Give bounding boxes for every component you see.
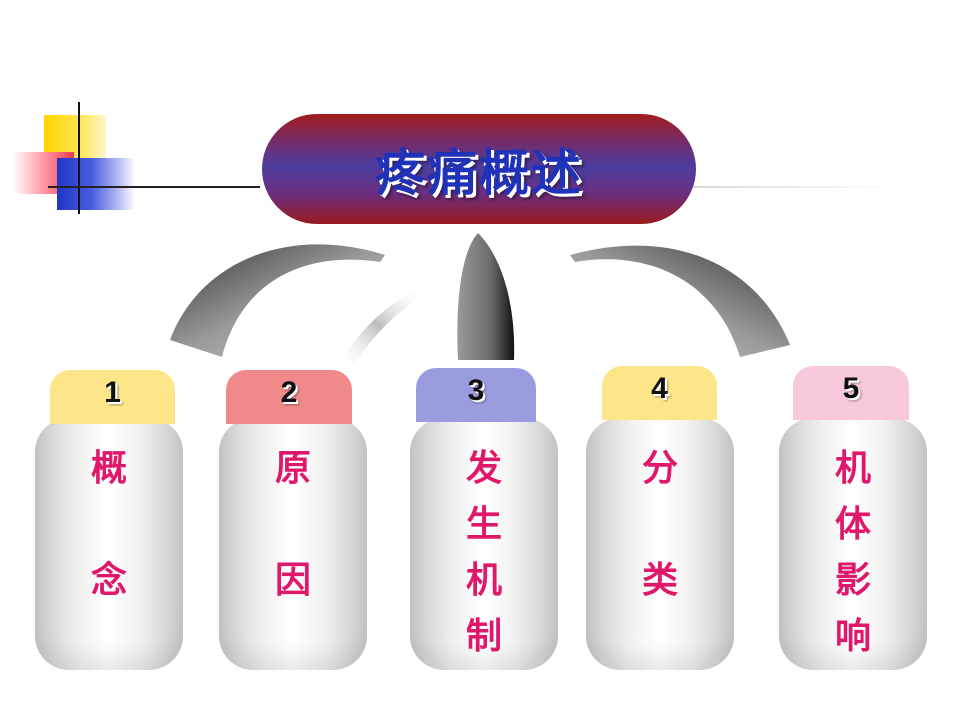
item-body-5: 机 体 影 响: [779, 418, 927, 670]
page-title: 疼痛概述: [375, 143, 583, 202]
item-tab-3: 3: [416, 368, 536, 422]
item-number: 3: [467, 374, 485, 407]
decor-vertical-line: [78, 102, 80, 214]
arc-left: [170, 244, 385, 357]
item-tab-2: 2: [226, 370, 352, 424]
item-number: 1: [104, 376, 121, 409]
item-label: 概 念: [90, 447, 127, 601]
arc-right: [570, 245, 790, 357]
decor-horizontal-line: [48, 186, 260, 188]
item-number: 4: [651, 372, 668, 405]
arc-middle: [457, 233, 515, 360]
decor-fade-line: [690, 186, 900, 188]
title-banner: 疼痛概述: [262, 114, 696, 224]
arc-faded: [340, 290, 424, 368]
item-tab-5: 5: [793, 366, 909, 420]
item-body-2: 原 因: [219, 418, 367, 670]
item-number: 5: [842, 372, 860, 405]
item-body-3: 发 生 机 制: [410, 418, 558, 670]
item-label: 机 体 影 响: [834, 447, 871, 657]
item-tab-4: 4: [602, 366, 717, 420]
item-label: 原 因: [274, 447, 311, 601]
item-label: 发 生 机 制: [465, 447, 502, 657]
decor-blue-square: [57, 158, 135, 210]
item-body-4: 分 类: [586, 418, 734, 670]
item-tab-1: 1: [50, 370, 175, 424]
item-body-1: 概 念: [35, 418, 183, 670]
item-label: 分 类: [641, 447, 678, 601]
item-number: 2: [280, 376, 298, 409]
